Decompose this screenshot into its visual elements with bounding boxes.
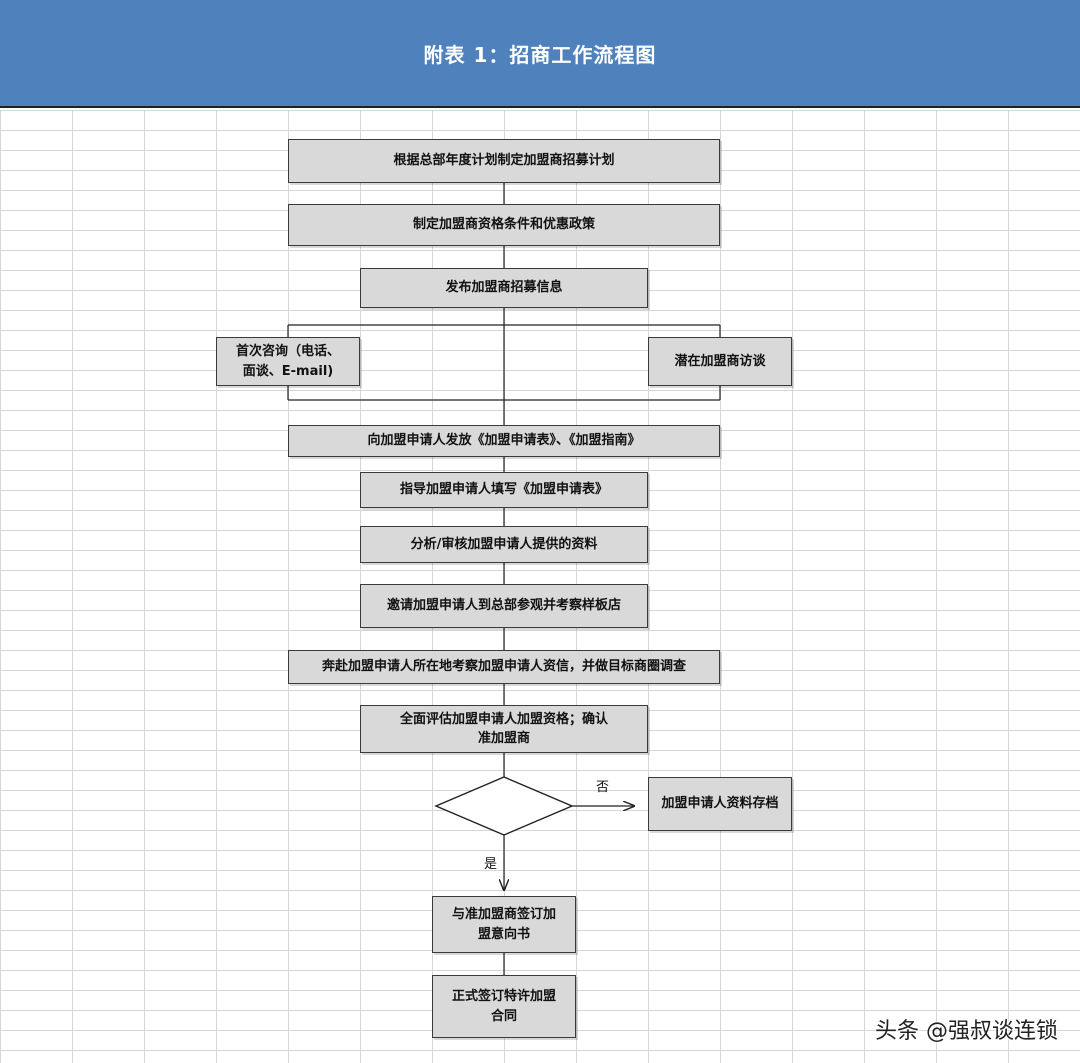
header-bar: 附表 1：招商工作流程图 — [0, 0, 1080, 108]
step-letter-of-intent: 与准加盟商签订加盟意向书 — [432, 896, 576, 953]
step-send-forms: 向加盟申请人发放《加盟申请表》、《加盟指南》 — [288, 425, 720, 457]
step-recruit-plan: 根据总部年度计划制定加盟商招募计划 — [288, 139, 720, 183]
step-invite-visit: 邀请加盟申请人到总部参观并考察样板店 — [360, 584, 648, 628]
step-potential-interview: 潜在加盟商访谈 — [648, 337, 792, 386]
step-evaluate-confirm: 全面评估加盟申请人加盟资格；确认准加盟商 — [360, 705, 648, 753]
step-qualification-policy: 制定加盟商资格条件和优惠政策 — [288, 204, 720, 246]
decision-yes-label: 是 — [484, 857, 498, 872]
step-review-materials: 分析/审核加盟申请人提供的资料 — [360, 526, 648, 563]
decision-no-label: 否 — [596, 780, 610, 795]
page-title: 附表 1：招商工作流程图 — [423, 42, 657, 67]
step-sign-contract: 正式签订特许加盟合同 — [432, 975, 576, 1038]
step-publish-info: 发布加盟商招募信息 — [360, 268, 648, 308]
decision-diamond — [434, 776, 574, 836]
step-archive: 加盟申请人资料存档 — [648, 777, 792, 831]
watermark: 头条 @强叔谈连锁 — [875, 1019, 1058, 1044]
step-guide-fill-form: 指导加盟申请人填写《加盟申请表》 — [360, 472, 648, 508]
step-site-investigation: 奔赴加盟申请人所在地考察加盟申请人资信，并做目标商圈调查 — [288, 650, 720, 684]
step-first-consult: 首次咨询（电话、面谈、E-mail) — [216, 337, 360, 386]
